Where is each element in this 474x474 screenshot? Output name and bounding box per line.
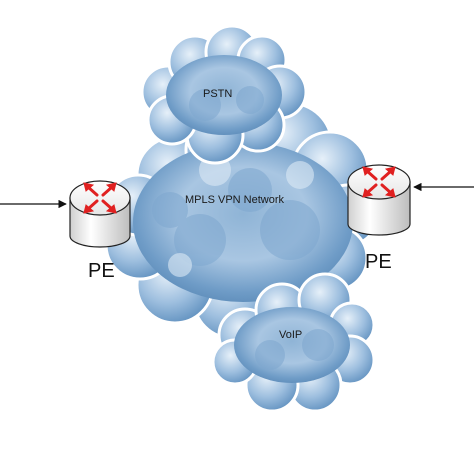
right-router-label: PE xyxy=(365,251,392,273)
voip-label: VoIP xyxy=(279,329,302,341)
pstn-label: PSTN xyxy=(203,88,232,100)
mpls-label: MPLS VPN Network xyxy=(185,194,285,206)
pstn-cloud xyxy=(140,24,308,165)
left-router-label: PE xyxy=(88,260,115,282)
left-router-icon xyxy=(69,180,131,248)
voip-cloud xyxy=(211,272,376,413)
right-router-icon xyxy=(347,164,411,236)
